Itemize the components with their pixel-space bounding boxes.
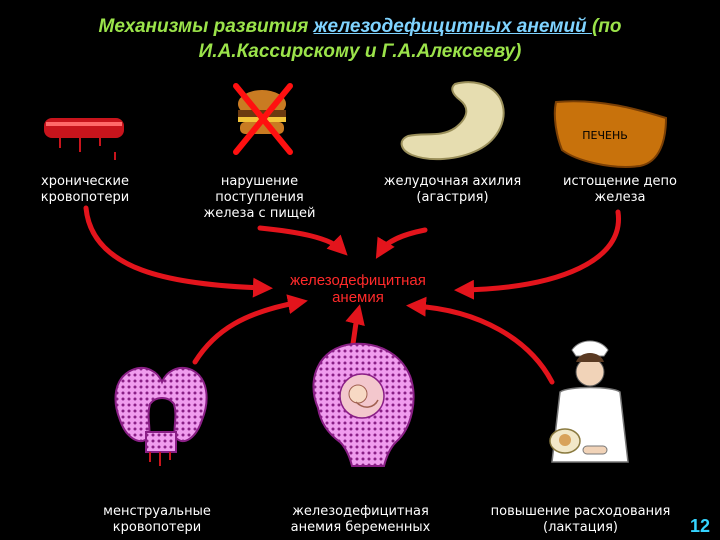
uterus-icon (114, 366, 208, 466)
label-chronic-blood-loss: хронические кровопотери (40, 174, 130, 205)
label-depot-depletion: истощение депо железа (563, 174, 677, 205)
arrow-achylia (375, 227, 428, 259)
center-label-iron-deficiency-anemia: железодефицитная анемия (290, 272, 426, 306)
title-link[interactable]: железодефицитных анемий (313, 16, 592, 37)
nurse-with-baby-icon (549, 340, 629, 463)
title-line2: И.А.Кассирскому и Г.А.Алексееву) (198, 41, 522, 62)
title-part2: (по (591, 16, 622, 37)
arrow-lactation (406, 296, 555, 385)
label-intake-disorder: нарушение поступления железа с пищей (203, 174, 316, 221)
label-achylia: желудочная ахилия (агастрия) (383, 174, 522, 205)
page-number: 12 (690, 516, 711, 536)
blood-vessel-icon (44, 118, 124, 160)
title-part1: Механизмы развития (98, 16, 314, 37)
stomach-icon (400, 81, 505, 161)
arrow-menstrual (192, 294, 308, 365)
pregnant-uterus-icon (312, 342, 415, 467)
arrow-depot (454, 209, 621, 300)
page-title: Механизмы развития железодефицитных анем… (40, 14, 680, 64)
liver-icon (553, 100, 668, 168)
label-menstrual-loss: менструальные кровопотери (103, 504, 211, 535)
label-pregnancy-anemia: железодефицитная анемия беременных (290, 504, 431, 535)
arrow-intake (257, 225, 348, 256)
arrow-chronic (83, 205, 273, 298)
label-lactation: повышение расходования (лактация) (490, 504, 671, 535)
crossed-burger-icon (233, 83, 293, 155)
liver-label: ПЕЧЕНЬ (582, 129, 628, 142)
